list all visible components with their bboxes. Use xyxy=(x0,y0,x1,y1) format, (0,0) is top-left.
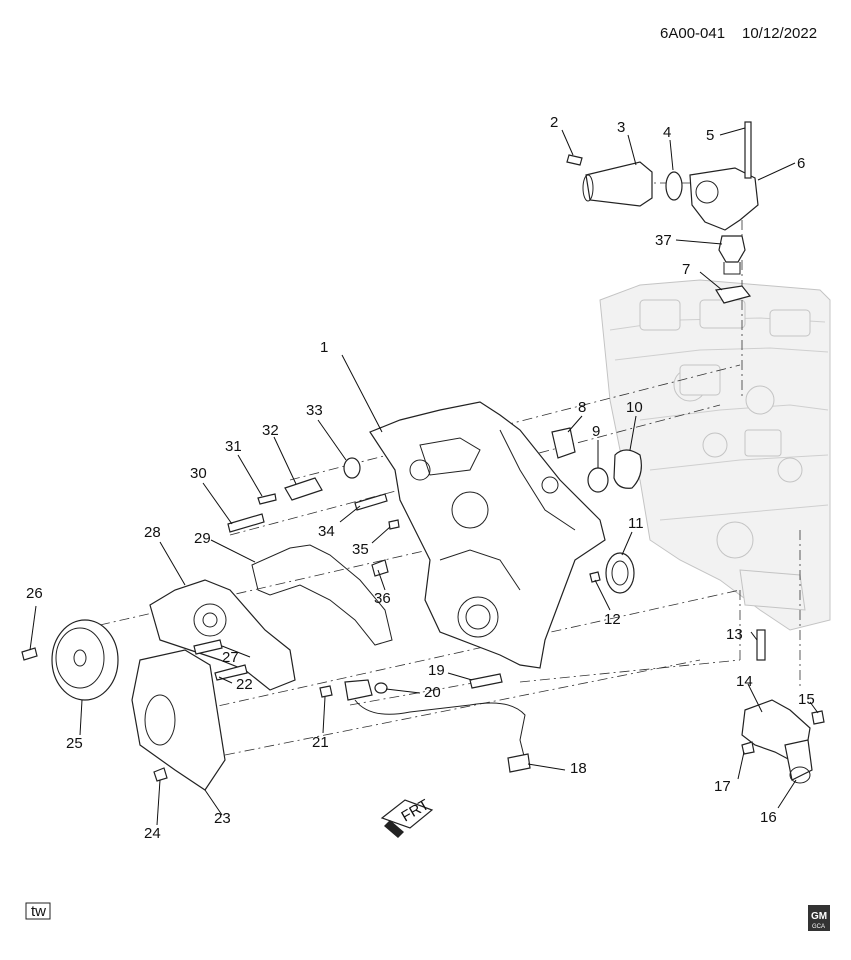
bolt-22 xyxy=(214,664,248,681)
wire-harness-18 xyxy=(354,699,526,766)
seal-8 xyxy=(551,427,576,459)
callout-12: 12 xyxy=(604,611,621,628)
callout-6: 6 xyxy=(797,155,805,172)
callout-5: 5 xyxy=(706,127,714,144)
callout-17: 17 xyxy=(714,778,731,795)
callout-9: 9 xyxy=(592,423,600,440)
crankshaft-seal-11 xyxy=(605,552,635,594)
gm-logo: GM GCA xyxy=(808,905,830,931)
seal-33 xyxy=(343,457,361,479)
callout-27: 27 xyxy=(222,649,239,666)
seal-10 xyxy=(613,449,642,489)
dowel-12 xyxy=(589,571,601,583)
bolt-13 xyxy=(756,629,766,661)
callout-8: 8 xyxy=(578,399,586,416)
callout-numbers: 1 2 3 4 5 6 7 8 9 10 11 12 13 14 15 16 1… xyxy=(26,114,815,842)
bolt-19 xyxy=(469,673,503,689)
callout-4: 4 xyxy=(663,124,671,141)
callout-30: 30 xyxy=(190,465,207,482)
bolt-34 xyxy=(354,493,388,511)
callout-11: 11 xyxy=(628,515,644,532)
callout-14: 14 xyxy=(736,673,753,690)
cover-23 xyxy=(131,649,226,791)
diagram-date: 10/12/2022 xyxy=(742,25,817,42)
callout-7: 7 xyxy=(682,261,690,278)
callout-36: 36 xyxy=(374,590,391,607)
callout-24: 24 xyxy=(144,825,161,842)
water-pump-pulley-25 xyxy=(51,619,119,701)
callout-22: 22 xyxy=(236,676,253,693)
svg-text:GCA: GCA xyxy=(812,924,825,930)
tw-badge xyxy=(25,902,51,920)
leader-lines xyxy=(29,127,819,826)
hose-fitting-16 xyxy=(784,739,813,781)
sensor-32 xyxy=(284,477,323,501)
tw-badge-label: tw xyxy=(31,903,46,920)
bolt-24 xyxy=(153,767,168,782)
bolt-5 xyxy=(744,121,752,179)
o-ring-4 xyxy=(665,171,683,201)
callout-16: 16 xyxy=(760,809,777,826)
gasket-7 xyxy=(715,285,752,304)
callout-21: 21 xyxy=(312,734,329,751)
callout-29: 29 xyxy=(194,530,211,547)
bolt-2 xyxy=(566,154,583,166)
sensor-20 xyxy=(344,679,373,701)
callout-2: 2 xyxy=(550,114,558,131)
callout-20: 20 xyxy=(424,684,441,701)
callout-25: 25 xyxy=(66,735,83,752)
callout-19: 19 xyxy=(428,662,445,679)
callout-13: 13 xyxy=(726,626,743,643)
callout-23: 23 xyxy=(214,810,231,827)
callout-34: 34 xyxy=(318,523,335,540)
thermostat-37 xyxy=(718,235,746,263)
bolt-36 xyxy=(371,559,389,577)
callout-10: 10 xyxy=(626,399,643,416)
engine-block-background xyxy=(599,279,831,631)
front-direction-arrow: FRT xyxy=(380,796,434,838)
callout-15: 15 xyxy=(798,691,815,708)
water-inlet-pipe xyxy=(585,161,653,207)
bolt-15 xyxy=(811,710,825,725)
thermostat-housing xyxy=(689,167,759,231)
svg-text:GM: GM xyxy=(811,911,827,922)
seal-9 xyxy=(587,467,609,493)
engine-front-cover xyxy=(369,401,606,669)
callout-18: 18 xyxy=(570,760,587,777)
bolt-21 xyxy=(319,685,333,698)
bolt-31 xyxy=(257,493,277,505)
gasket-29 xyxy=(251,544,393,646)
dowel-35 xyxy=(388,519,400,530)
bolt-17 xyxy=(741,741,755,755)
callout-28: 28 xyxy=(144,524,161,541)
callout-31: 31 xyxy=(225,438,242,455)
bolt-26 xyxy=(21,647,38,661)
bolt-30 xyxy=(227,513,265,533)
callout-32: 32 xyxy=(262,422,279,439)
callout-35: 35 xyxy=(352,541,369,558)
callout-37: 37 xyxy=(655,232,672,249)
water-pump-28 xyxy=(149,579,296,691)
diagram-code: 6A00-041 xyxy=(660,25,725,42)
callout-1: 1 xyxy=(320,339,328,356)
water-outlet-assembly xyxy=(566,121,759,304)
callout-33: 33 xyxy=(306,402,323,419)
callout-26: 26 xyxy=(26,585,43,602)
callout-3: 3 xyxy=(617,119,625,136)
bolt-27 xyxy=(193,639,223,655)
